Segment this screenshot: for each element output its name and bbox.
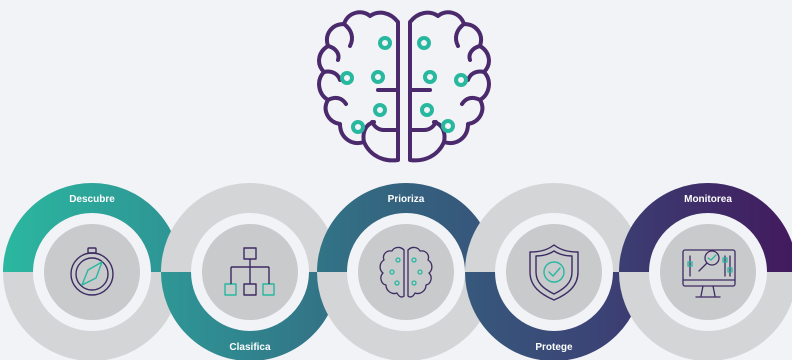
- step-label: Monitorea: [684, 194, 732, 205]
- monitor-analytics-icon: [682, 249, 736, 298]
- step-protege: Protege: [465, 183, 643, 360]
- step-monitorea: Monitorea: [619, 183, 792, 360]
- step-clasifica: Clasifica: [161, 183, 339, 360]
- brain-node: [378, 36, 392, 50]
- step-prioriza: Prioriza: [317, 183, 495, 360]
- progress-arc: [465, 271, 643, 360]
- step-label: Clasifica: [229, 342, 271, 353]
- brain-node: [441, 119, 455, 133]
- step-label: Prioriza: [388, 194, 425, 205]
- brain-node: [423, 70, 437, 84]
- brain-node: [373, 103, 387, 117]
- step-descubre: Descubre: [3, 183, 181, 360]
- hierarchy-icon: [224, 247, 275, 296]
- progress-arc: [3, 183, 181, 273]
- ring-center: [44, 224, 140, 320]
- brain-node: [340, 71, 354, 85]
- brain-node: [351, 120, 365, 134]
- step-label: Protege: [535, 342, 573, 353]
- brain-node: [420, 103, 434, 117]
- brain-icon: [379, 246, 433, 298]
- brain-node-dots: [340, 36, 468, 134]
- brain-node: [371, 70, 385, 84]
- brain-node: [454, 73, 468, 87]
- progress-arc: [161, 271, 339, 360]
- progress-arc: [619, 183, 792, 273]
- ring-center: [358, 224, 454, 320]
- shield-check-icon: [529, 244, 579, 301]
- compass-icon: [70, 247, 114, 296]
- ring-center: [660, 224, 756, 320]
- step-label: Descubre: [69, 194, 115, 205]
- ring-center: [506, 224, 602, 320]
- brain-node: [417, 36, 431, 50]
